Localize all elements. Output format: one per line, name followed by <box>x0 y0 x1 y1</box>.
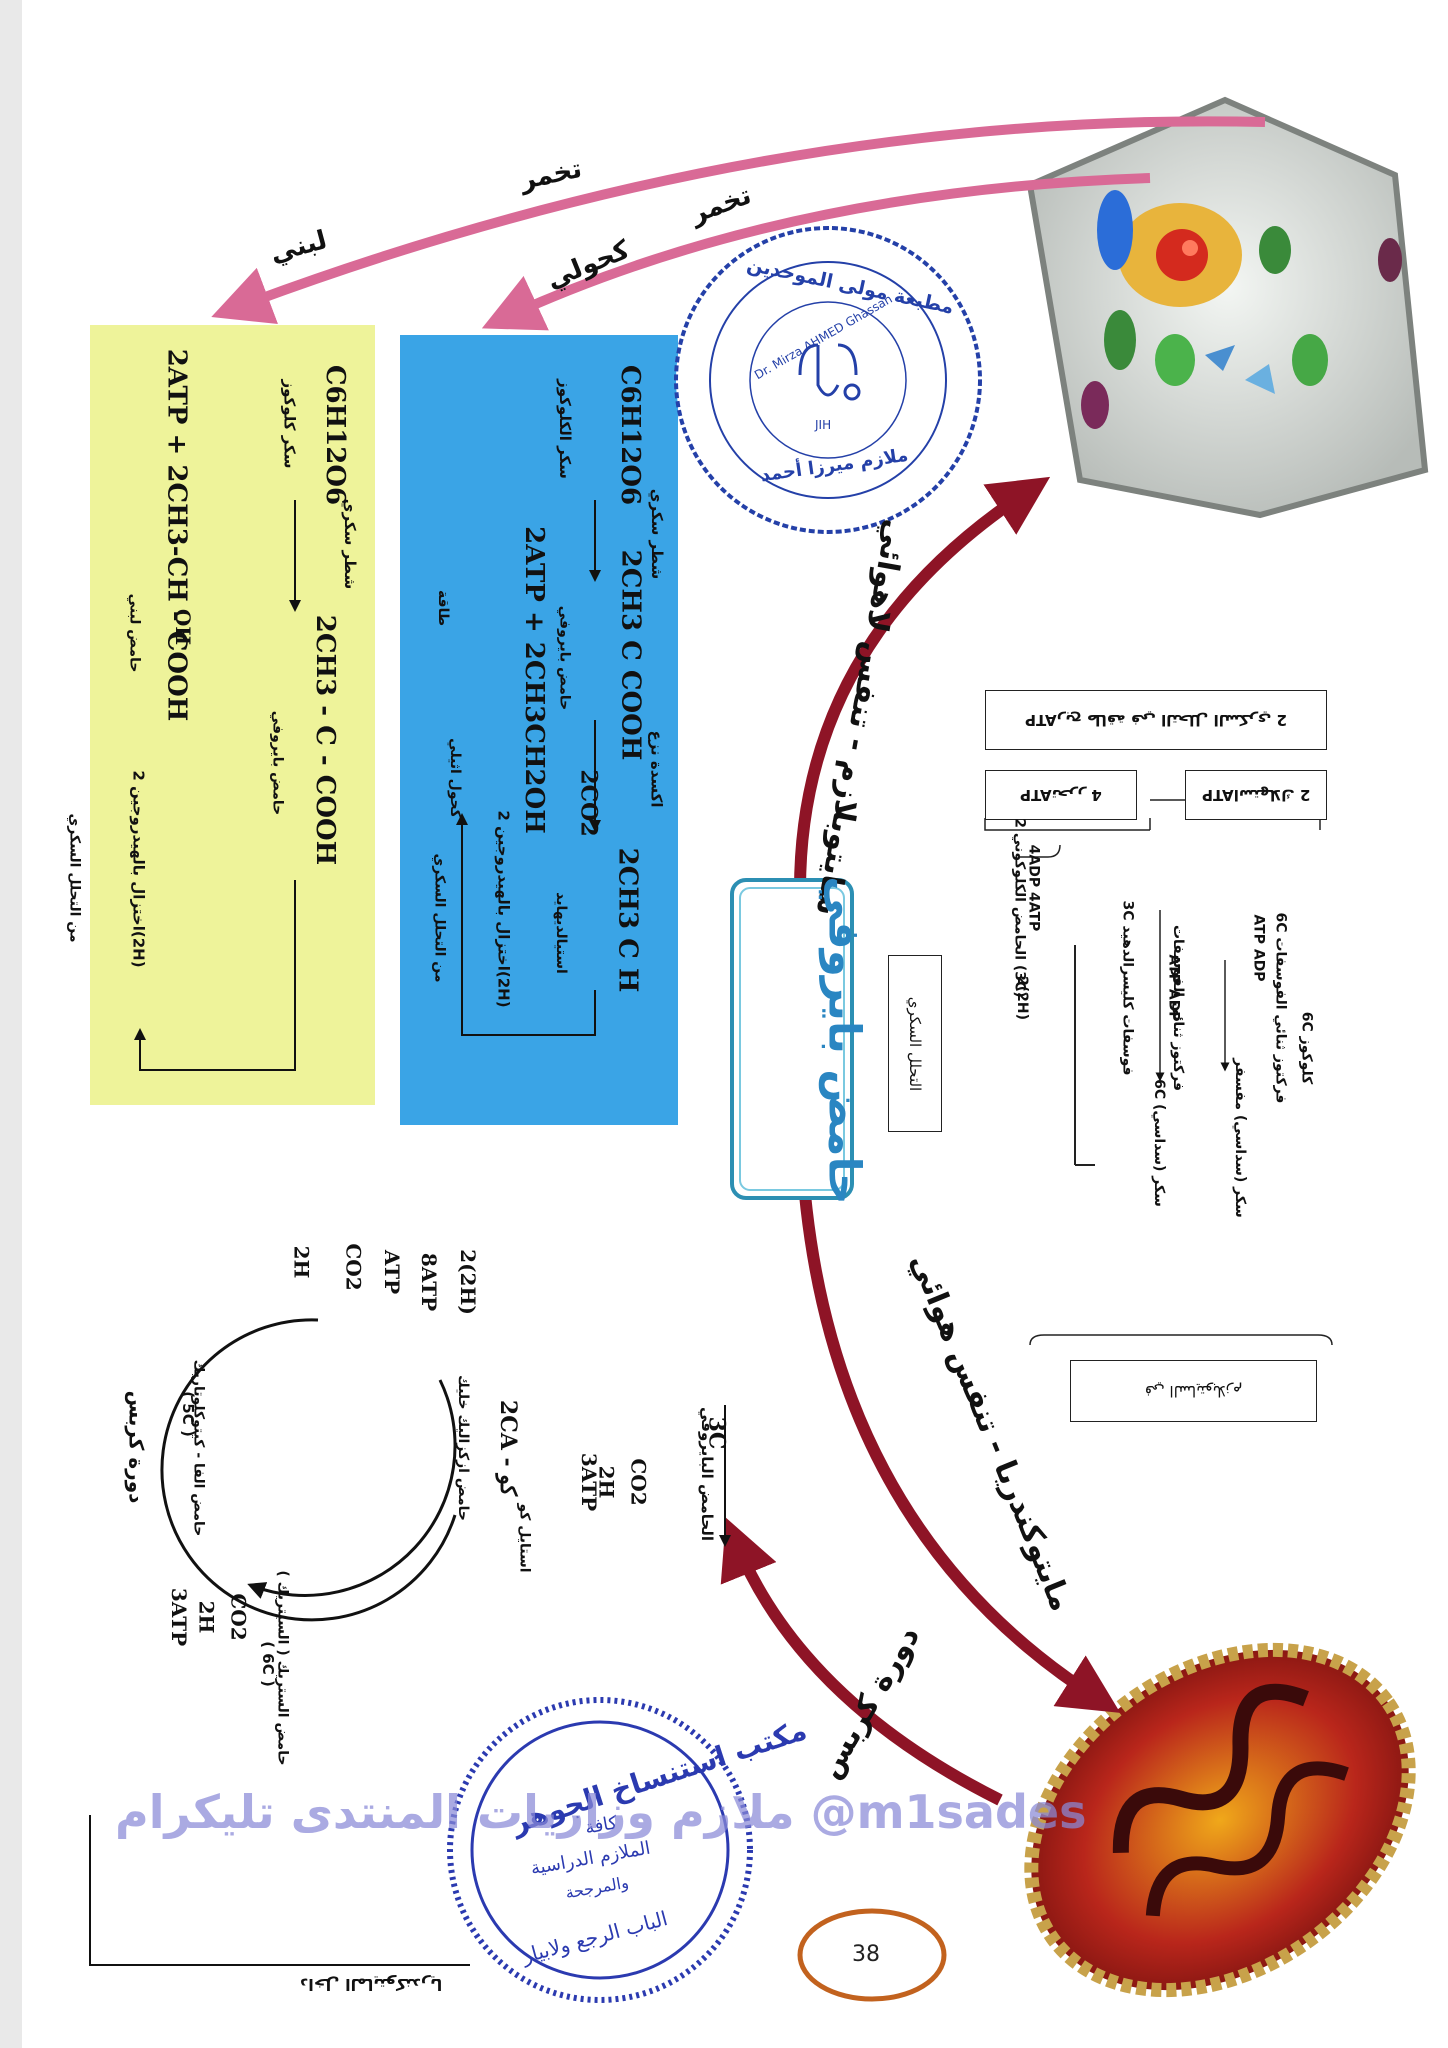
glycolysis-title-box: التحلل السكري <box>888 955 942 1132</box>
krebs-out3-3: CO2 <box>341 1243 366 1291</box>
blue-acetaldehyde-ar: استيالديهايد <box>552 892 569 974</box>
krebs-citric: حامض ازكزاليك خليك <box>454 1375 471 1521</box>
copy-office-stamp <box>447 1697 753 2003</box>
mitochondrion-icon <box>1024 1642 1416 1998</box>
yellow-lactic-ar: حامض لبني <box>126 593 143 673</box>
cytoplasm-text: في السايتوبلازم <box>1144 1382 1243 1400</box>
page-number-frame <box>797 1908 947 2002</box>
krebs-cycle-label: دورة كربس <box>124 1390 149 1504</box>
blue-glucose-ar: سكر الكلوكوز <box>555 379 574 479</box>
release-text: تحرر 4ATP <box>1020 786 1102 804</box>
krebs-out2-co2: CO2 <box>226 1593 251 1641</box>
to-cytoplasm-arrow <box>794 476 1051 891</box>
glycolysis-gain-text: ربح طاقة في التحلل السكري 2ATP <box>1024 711 1288 729</box>
krebs-out3-0: 2(2H) <box>455 1249 480 1315</box>
yellow-lactic-formula: 2ATP + 2CH3-CH - COOH <box>161 348 192 722</box>
alcoholic-fermentation-box <box>400 335 678 1125</box>
watermark: ملازم وزاريات المنتدى تليكرام @m1sades <box>115 1785 1087 1839</box>
consume-box: استهلاك 2ATP <box>1185 770 1327 820</box>
alcoholic-ferment-arrow <box>481 173 1151 331</box>
inside-mitochondria: داخل المايتوكندريا <box>300 1975 443 1994</box>
glyc-step-0: 6C كلوكوز <box>1298 1011 1315 1085</box>
plant-cell-icon <box>1026 96 1429 519</box>
blue-reduce: اختزال بالهيدروجين 2(2H) <box>494 810 513 1008</box>
blue-acetaldehyde: 2CH3 C H <box>612 847 643 993</box>
yellow-reduce: اختزال بالهيدروجين 2(2H) <box>129 770 148 968</box>
release-box: تحرر 4ATP <box>985 770 1137 820</box>
krebs-alpha: حامض الفا - كيتوكلوتاريك <box>190 1359 207 1537</box>
krebs-out1-co2: CO2 <box>626 1458 651 1506</box>
pyruvic-acid-label: حامض بايروفي <box>818 876 870 1205</box>
lactic-fermentation-box <box>90 325 375 1105</box>
seal-code: JIH <box>815 418 832 432</box>
cytoplasm-box: في السايتوبلازم <box>1070 1360 1317 1422</box>
yellow-pyruvic-ar: حامض بايروفي <box>269 710 286 816</box>
glyc-step-5: 6C سكر (سداسي) <box>1150 1079 1167 1207</box>
yellow-glucose: C6H12O6 <box>320 364 351 506</box>
krebs-pyruvic-ar: الحامض البايروفي <box>698 1406 717 1542</box>
glyc-step-6: فركتوز ثنائي الفوسفات <box>1170 924 1187 1092</box>
krebs-cycle-arc <box>160 1318 457 1622</box>
blue-ethanol: 2ATP + 2CH3CH2OH <box>518 526 549 834</box>
krebs-out2-2h: 2H <box>194 1600 219 1634</box>
blue-pyruvic-ar: حامض بايروفي <box>556 605 573 711</box>
krebs-out3-4: 2H <box>289 1245 314 1279</box>
glyc-step-2: سكر (سداسي) مفسفر <box>1231 1058 1248 1218</box>
yellow-reduce-src: من التحلل السكري <box>66 813 83 943</box>
yellow-glucose-ar: سكر كلوكوز <box>280 379 299 469</box>
glyc-step-10: 2 الحامض الكلوكوني (3C) <box>1011 818 1028 998</box>
yellow-split: شطر سكري <box>341 498 360 590</box>
blue-co2: 2CO2 <box>575 769 602 837</box>
lactic-ferment-arrow <box>211 116 1266 324</box>
glycolysis-title: التحلل السكري <box>906 996 924 1091</box>
krebs-out3-1: 8ATP <box>417 1252 442 1312</box>
blue-glucose: C6H12O6 <box>615 364 646 506</box>
glyc-step-7: 3C فوسفات كليسرالدهيد <box>1119 900 1136 1076</box>
krebs-out1-3atp: 3ATP <box>577 1452 602 1512</box>
glyc-step-3: 6C فركتوز ثنائي الفوسفات <box>1272 912 1289 1104</box>
blue-decarbox: اكسدة نزع <box>647 730 666 808</box>
blue-energy: طاقة <box>435 589 452 627</box>
consume-text: استهلاك 2ATP <box>1201 786 1311 804</box>
yellow-pyruvic: 2CH3 - C - COOH <box>310 614 341 866</box>
krebs-acetyl: 2CA - كو <box>495 1399 522 1497</box>
krebs-out2-3atp: 3ATP <box>167 1587 192 1647</box>
glyc-step-8: 4ADP 4ATP <box>1025 844 1042 932</box>
to-mitochondria-arrow <box>794 1089 1121 1713</box>
glycolysis-gain-box: ربح طاقة في التحلل السكري 2ATP <box>985 690 1327 750</box>
page-number: 38 <box>852 1942 880 1967</box>
scan-edge <box>0 0 22 2048</box>
blue-pyruvic: 2CH3 C COOH <box>615 549 646 761</box>
blue-reduce-src: من التحلل السكري <box>431 853 448 983</box>
blue-split: شطر سكري <box>648 488 667 580</box>
krebs-arrow <box>720 1517 1003 1806</box>
pyruvic-frame <box>730 878 854 1200</box>
seal-emblem <box>674 226 982 534</box>
krebs-citric-ar: حامض الستريك ( السيتريك ) <box>274 1570 291 1766</box>
blue-ethanol-ar: كحول اثيلي <box>446 738 463 818</box>
glyc-step-1: ATP ADP <box>1250 914 1267 982</box>
krebs-out3-2: ATP <box>380 1249 405 1295</box>
krebs-acetyl-ar: استايل كو <box>516 1503 533 1573</box>
